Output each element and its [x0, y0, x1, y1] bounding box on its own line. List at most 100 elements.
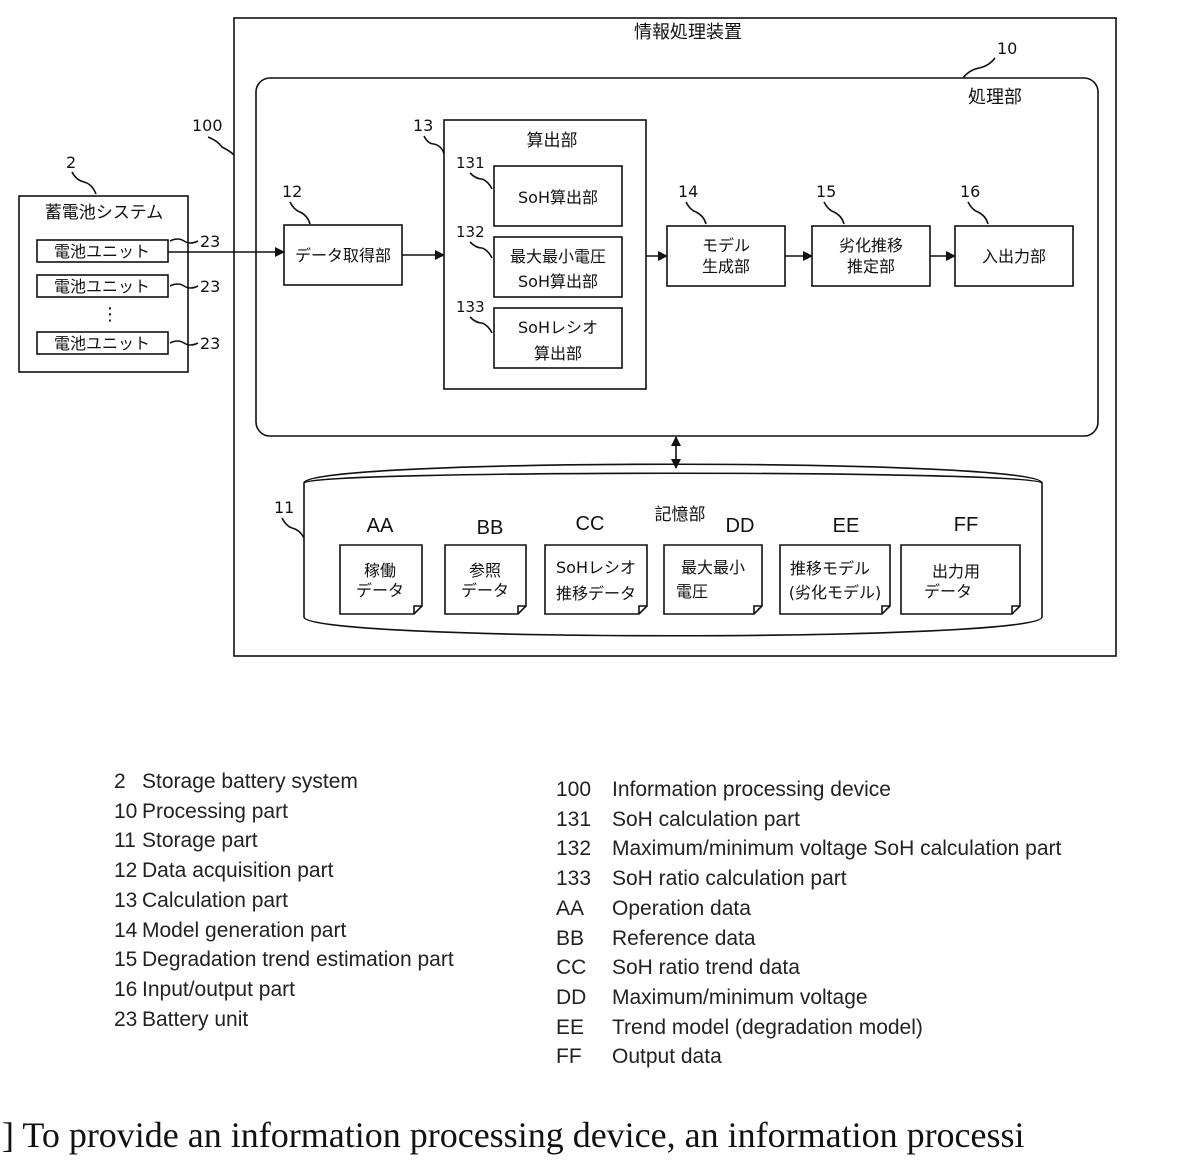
- battery-unit-ref-2: 23: [200, 277, 220, 296]
- legend-entry: FFOutput data: [556, 1042, 1061, 1072]
- legend-number: DD: [556, 983, 612, 1013]
- doc-bb-line2: データ: [461, 581, 509, 600]
- soh-ratio-calculation-ref-leader: [470, 317, 492, 333]
- battery-unit-ellipsis: ⋮: [101, 304, 119, 325]
- legend-description: Battery unit: [142, 1005, 248, 1035]
- storage-part-cylinder-top-rim: [304, 473, 1042, 483]
- legend-description: SoH calculation part: [612, 805, 800, 835]
- doc-aa-line1: 稼働: [364, 561, 396, 580]
- input-output-label: 入出力部: [982, 247, 1046, 266]
- legend-entry: AAOperation data: [556, 894, 1061, 924]
- legend-description: Trend model (degradation model): [612, 1013, 923, 1043]
- doc-soh-ratio-trend-data: [545, 545, 647, 614]
- data-acquisition-label: データ取得部: [295, 246, 391, 265]
- soh-ratio-calculation-ref: 133: [456, 298, 485, 316]
- device-ref: 100: [192, 116, 223, 135]
- legend-entry: 100Information processing device: [556, 775, 1061, 805]
- battery-unit-label-2: 電池ユニット: [54, 277, 150, 296]
- doc-code-ff: FF: [954, 514, 978, 536]
- input-output-ref-leader: [968, 202, 988, 224]
- battery-system-ref: 2: [66, 153, 76, 172]
- trend-estimation-line1: 劣化推移: [839, 236, 903, 255]
- legend-description: Storage battery system: [142, 767, 358, 797]
- doc-cc-line1: SoHレシオ: [556, 558, 636, 577]
- legend-right: 100Information processing device131SoH c…: [556, 775, 1061, 1072]
- storage-ref: 11: [274, 498, 294, 517]
- legend-description: Processing part: [142, 797, 288, 827]
- battery-unit-ref-leader-3: [170, 341, 198, 345]
- model-generation-part-box: [667, 226, 785, 286]
- data-acquisition-ref: 12: [282, 182, 302, 201]
- doc-bb-line1: 参照: [469, 561, 501, 580]
- calculation-ref-leader: [424, 136, 444, 154]
- data-acquisition-ref-leader: [290, 202, 310, 224]
- legend-entry: 13Calculation part: [114, 886, 454, 916]
- doc-dd-line1: 最大最小: [681, 558, 745, 577]
- legend-number: EE: [556, 1013, 612, 1043]
- legend-description: Output data: [612, 1042, 722, 1072]
- soh-calculation-ref-leader: [470, 173, 492, 189]
- legend-entry: 11Storage part: [114, 826, 454, 856]
- trend-estimation-ref-leader: [824, 202, 844, 224]
- doc-aa-line2: データ: [356, 581, 404, 600]
- max-min-voltage-soh-line1: 最大最小電圧: [510, 247, 606, 266]
- model-generation-ref-leader: [686, 202, 706, 224]
- legend-number: 10: [114, 797, 142, 827]
- model-generation-ref: 14: [678, 182, 698, 201]
- legend-description: Input/output part: [142, 975, 295, 1005]
- battery-unit-label-3: 電池ユニット: [54, 334, 150, 353]
- legend-number: 14: [114, 916, 142, 946]
- legend-number: BB: [556, 924, 612, 954]
- legend-entry: BBReference data: [556, 924, 1061, 954]
- soh-calculation-ref: 131: [456, 154, 485, 172]
- legend-number: 12: [114, 856, 142, 886]
- battery-system-ref-leader: [72, 172, 96, 194]
- legend-entry: 132Maximum/minimum voltage SoH calculati…: [556, 834, 1061, 864]
- legend-number: 11: [114, 826, 142, 856]
- max-min-voltage-soh-ref-leader: [470, 242, 492, 258]
- doc-ff-line1: 出力用: [932, 562, 980, 581]
- trend-estimation-ref: 15: [816, 182, 836, 201]
- legend-entry: 10Processing part: [114, 797, 454, 827]
- legend-description: Reference data: [612, 924, 756, 954]
- soh-calculation-line1: SoH算出部: [518, 188, 598, 207]
- legend-description: Information processing device: [612, 775, 891, 805]
- input-output-ref: 16: [960, 182, 980, 201]
- legend-number: 2: [114, 767, 142, 797]
- doc-dd-line2: 電圧: [676, 582, 708, 601]
- battery-unit-ref-leader-1: [170, 239, 198, 243]
- legend-number: CC: [556, 953, 612, 983]
- legend-description: Storage part: [142, 826, 258, 856]
- legend-left: 2Storage battery system10Processing part…: [114, 767, 454, 1034]
- legend-number: 15: [114, 945, 142, 975]
- device-ref-leader: [208, 137, 234, 155]
- doc-ff-line2: データ: [924, 582, 972, 601]
- model-generation-line1: モデル: [702, 236, 750, 255]
- legend-number: 100: [556, 775, 612, 805]
- doc-code-ee: EE: [833, 515, 860, 537]
- doc-max-min-voltage: [664, 545, 762, 614]
- legend-description: Calculation part: [142, 886, 288, 916]
- doc-code-bb: BB: [477, 517, 504, 539]
- battery-system-label: 蓄電池システム: [45, 203, 164, 223]
- degradation-trend-estimation-box: [812, 226, 930, 286]
- calculation-label: 算出部: [527, 131, 578, 151]
- legend-number: FF: [556, 1042, 612, 1072]
- legend-number: 132: [556, 834, 612, 864]
- soh-ratio-calculation-line2: 算出部: [534, 344, 582, 363]
- legend-entry: EETrend model (degradation model): [556, 1013, 1061, 1043]
- doc-code-dd: DD: [726, 515, 755, 537]
- legend-entry: 2Storage battery system: [114, 767, 454, 797]
- legend-description: SoH ratio trend data: [612, 953, 800, 983]
- legend-entry: 131SoH calculation part: [556, 805, 1061, 835]
- legend-description: Maximum/minimum voltage: [612, 983, 868, 1013]
- device-title: 情報処理装置: [634, 22, 742, 43]
- storage-ref-leader: [282, 518, 304, 538]
- doc-cc-line2: 推移データ: [556, 584, 636, 603]
- legend-entry: 133SoH ratio calculation part: [556, 864, 1061, 894]
- abstract-text: ] To provide an information processing d…: [2, 1114, 1203, 1156]
- doc-code-aa: AA: [367, 515, 394, 537]
- legend-description: Maximum/minimum voltage SoH calculation …: [612, 834, 1061, 864]
- processing-label: 処理部: [968, 87, 1022, 108]
- battery-unit-ref-3: 23: [200, 334, 220, 353]
